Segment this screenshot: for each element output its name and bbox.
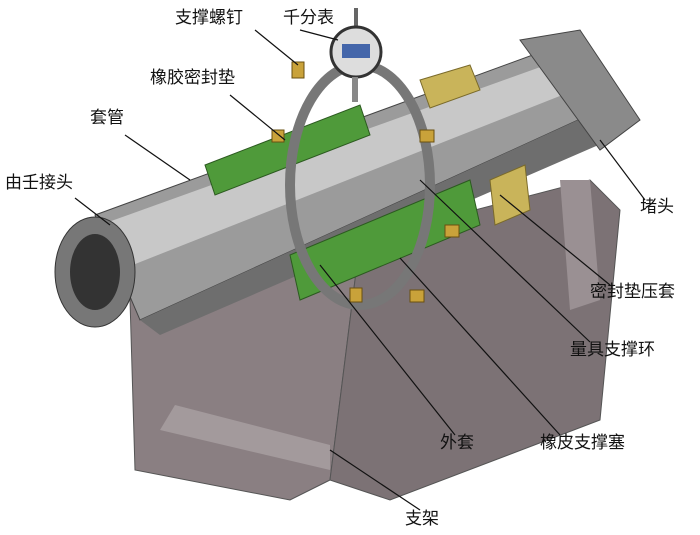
label-casing: 套管 <box>90 108 124 128</box>
label-support-screw: 支撑螺钉 <box>175 8 243 28</box>
label-outer-sleeve: 外套 <box>440 433 474 453</box>
label-gasket-gland: 密封垫压套 <box>590 282 675 302</box>
label-gauge-support-ring: 量具支撑环 <box>570 340 655 360</box>
label-rubber-gasket: 橡胶密封垫 <box>150 68 235 88</box>
label-union-joint: 由壬接头 <box>5 173 73 193</box>
label-dial-gauge: 千分表 <box>283 8 334 28</box>
label-stand: 支架 <box>405 509 439 529</box>
leader-lines <box>74 29 646 511</box>
support-screws <box>271 61 460 303</box>
dial-gauge-icon <box>329 8 383 102</box>
label-rubber-support-plug: 橡皮支撑塞 <box>540 433 625 453</box>
label-plug: 堵头 <box>640 197 674 217</box>
